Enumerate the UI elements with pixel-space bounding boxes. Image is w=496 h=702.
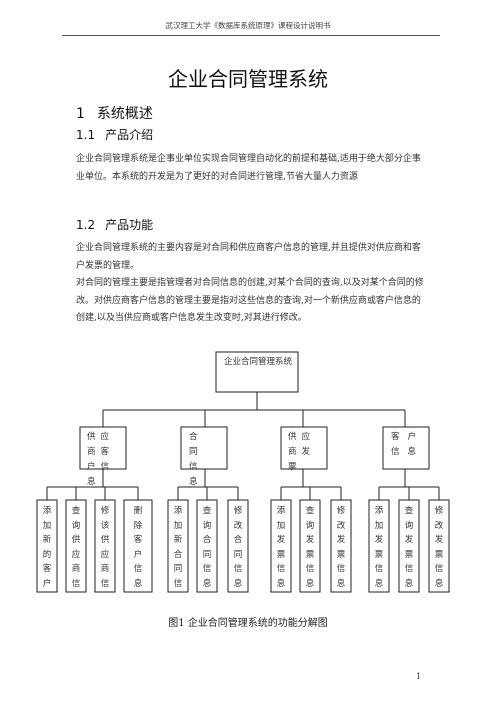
section-title: 系统概述: [96, 106, 153, 122]
document-title: 企业合同管理系统: [168, 67, 328, 91]
leaf-query-contract: 查询合同信息: [202, 506, 212, 589]
group-box-customer: [382, 426, 430, 470]
leaf-query-supplier: 查询供应商信息: [71, 506, 81, 589]
section-number: 1.1: [76, 128, 96, 142]
header-rule: [62, 35, 440, 36]
group-label-contract: 合同信息: [189, 432, 206, 487]
leaf-connectors: [46, 487, 440, 500]
function-text-2: 对合同的管理主要是指管理者对合同信息的创建,对某个合同的查询,以及对某个合同的修…: [76, 278, 424, 323]
section-title: 产品功能: [105, 218, 154, 232]
group-label-supplier-customer: 供应商客户信息: [87, 432, 115, 487]
leaf-modify-supplier: 修该供应商信息: [100, 506, 110, 589]
function-paragraph-1: 企业合同管理系统的主要内容是对合同和供应商客户信息的管理,并且提供对供应商和客户…: [76, 240, 428, 275]
group-box-supplier-invoice: [280, 426, 328, 470]
leaf-modify-contract: 修改合同信息: [233, 506, 243, 589]
group-label-customer: 客户信息: [391, 432, 425, 457]
page-number: 1: [416, 672, 422, 681]
section-number: 1: [76, 106, 85, 122]
leaf-query-customer-invoice: 查询发票信息: [404, 506, 414, 589]
running-header: 武汉理工大学《数据库系统原理》课程设计说明书: [165, 21, 331, 30]
root-node-label: 企业合同管理系统: [224, 357, 293, 367]
function-text-1: 企业合同管理系统的主要内容是对合同和供应商客户信息的管理,并且提供对供应商和客户…: [76, 243, 421, 271]
section-1-2-heading: 1.2 产品功能: [76, 216, 153, 233]
section-number: 1.2: [76, 218, 96, 232]
section-1-heading: 1 系统概述: [76, 103, 153, 123]
group-box-contract: [180, 426, 228, 470]
section-title: 产品介绍: [105, 128, 154, 142]
intro-paragraph: 企业合同管理系统是企事业单位实现合同管理自动化的前提和基础,适用于绝大部分企事业…: [76, 151, 428, 186]
figure-caption: 图1 企业合同管理系统的功能分解图: [168, 618, 328, 629]
leaf-add-invoice: 添加发票信息: [276, 506, 286, 589]
function-paragraph-2: 对合同的管理主要是指管理者对合同信息的创建,对某个合同的查询,以及对某个合同的修…: [76, 275, 428, 328]
intro-text: 企业合同管理系统是企事业单位实现合同管理自动化的前提和基础,适用于绝大部分企事业…: [76, 154, 421, 182]
leaf-delete-customer: 删除客户信息: [133, 506, 143, 589]
leaf-add-contract: 添加新合同信息: [173, 506, 183, 589]
leaf-boxes: [36, 499, 450, 593]
leaf-modify-invoice: 修改发票信息: [336, 506, 346, 589]
leaf-add-customer-invoice: 添加发票信息: [374, 506, 384, 589]
leaf-query-invoice: 查询发票信息: [305, 506, 315, 589]
group-label-supplier-invoice: 供应商发票: [288, 432, 316, 472]
leaf-modify-customer-invoice: 修改发票信息: [434, 506, 444, 589]
section-1-1-heading: 1.1 产品介绍: [76, 126, 153, 143]
leaf-add-customer: 添加新的客户信: [42, 506, 52, 589]
